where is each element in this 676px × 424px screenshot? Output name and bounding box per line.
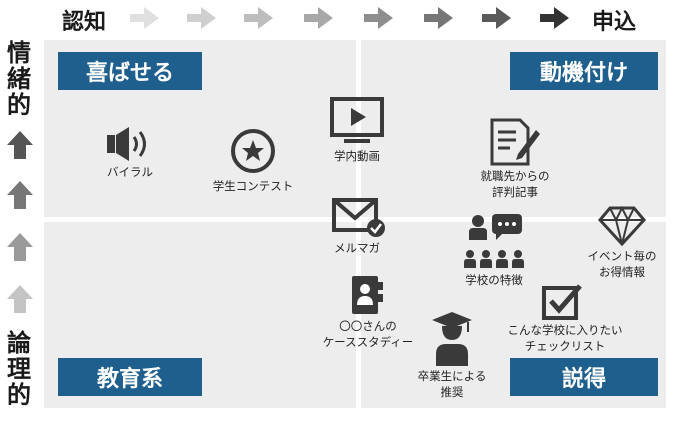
item-event-deals: イベント毎の お得情報 [576,204,668,280]
right-arrow-icon [304,7,333,29]
quadrant-label-delight: 喜ばせる [58,52,202,90]
item-viral: バイラル [95,124,165,180]
axis-label-application: 申込 [592,10,637,35]
right-arrow-icon [424,7,453,29]
axis-label-emotional: 情 緒 的 [6,40,32,118]
matrix-background [44,40,666,408]
axis-char: 理 [7,355,31,383]
axis-char: 論 [7,329,31,357]
right-arrow-icon [364,7,393,29]
item-label: イベント毎の お得情報 [587,249,657,279]
item-label: こんな学校に入りたい チェックリスト [507,323,623,353]
axis-label-awareness: 認知 [62,10,107,35]
people-presentation-icon [464,214,524,268]
mail-check-icon [332,198,385,237]
axis-char: 的 [7,381,31,409]
matrix-vertical-divider [356,40,361,408]
item-label: 就職先からの 評判記事 [480,169,550,199]
item-mail-magazine: メルマガ [322,196,392,256]
checkbox-icon [542,284,582,320]
item-school-features: 学校の特徴 [452,212,536,288]
item-label: 学内動画 [334,149,380,163]
item-label: 学校の特徴 [465,273,523,287]
item-label: 学生コンテスト [212,179,294,193]
axis-label-logical: 論 理 的 [6,330,32,408]
star-badge-icon [231,129,275,173]
item-checklist: こんな学校に入りたい チェックリスト [500,282,630,354]
up-arrow-icon [7,233,33,261]
up-arrow-icon [7,285,33,313]
item-label: 〇〇さんの ケーススタディー [322,319,414,349]
right-arrow-icon [482,7,511,29]
contact-book-icon [352,276,383,314]
speaker-icon [107,127,146,161]
up-arrow-icon [7,131,33,159]
right-arrow-icon [540,7,569,29]
item-student-contest: 学生コンテスト [206,126,300,194]
item-label: 卒業生による 推奨 [417,369,487,399]
item-alumni-recommendation: 卒業生による 推奨 [410,310,494,400]
quadrant-label-motivation: 動機付け [510,52,658,90]
diamond-icon [598,205,646,247]
right-arrow-icon [130,7,159,29]
video-player-icon [330,97,384,143]
item-label: メルマガ [334,241,380,255]
up-arrow-icon [7,181,33,209]
axis-char: 情 [7,39,31,67]
item-campus-video: 学内動画 [322,96,392,164]
axis-char: 的 [7,91,31,119]
axis-char: 緒 [7,65,31,93]
item-label: バイラル [107,165,153,179]
graduate-icon [432,312,472,366]
item-employer-article: 就職先からの 評判記事 [470,116,560,200]
item-case-study: 〇〇さんの ケーススタディー [318,274,418,350]
document-pen-icon [490,118,540,166]
right-arrow-icon [187,7,216,29]
quadrant-label-education: 教育系 [58,358,202,396]
right-arrow-icon [244,7,273,29]
quadrant-label-persuasion: 説得 [510,358,658,396]
